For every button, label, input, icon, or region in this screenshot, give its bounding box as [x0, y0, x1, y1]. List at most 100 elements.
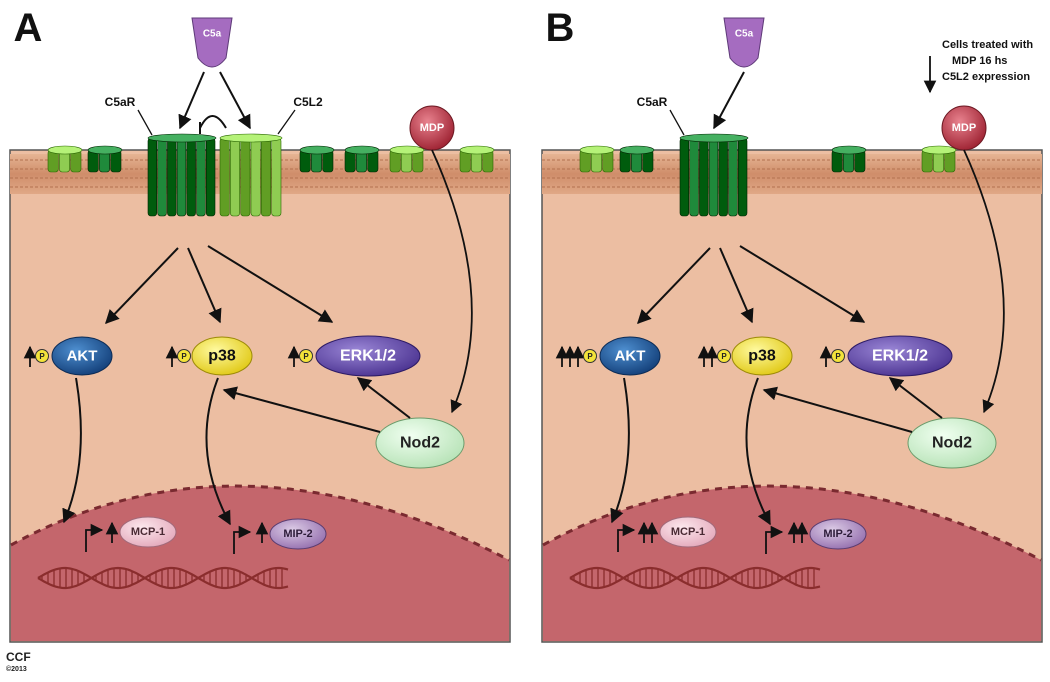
receptor-helix — [261, 137, 271, 217]
dna-strand — [37, 566, 289, 590]
receptor-helix — [196, 137, 206, 217]
membrane-receptor-small — [344, 145, 380, 173]
receptor-top — [619, 145, 655, 155]
akt-to-mcp1-arrow — [62, 377, 82, 524]
phospho-badge — [299, 349, 313, 363]
receptor-top — [299, 145, 335, 155]
erk-node — [315, 335, 421, 377]
mcp1-node — [659, 516, 717, 548]
receptor-helix — [157, 137, 167, 217]
p38-to-mip2-arrow — [745, 377, 771, 526]
phospho-label: P — [303, 352, 309, 361]
receptor-helix — [271, 137, 282, 217]
receptor-top — [579, 145, 615, 155]
mcp1-promoter — [617, 523, 636, 552]
membrane-receptor-small — [579, 145, 615, 173]
note-line-2: MDP 16 hs — [952, 55, 1007, 67]
mip2-node — [269, 518, 327, 550]
c5a-to-c5ar-arrow — [178, 71, 205, 130]
phospho-label: P — [587, 352, 593, 361]
receptor-top — [47, 145, 83, 155]
phospho-label: P — [721, 352, 727, 361]
receptor-helix — [689, 137, 699, 217]
mip2-label: MIP-2 — [283, 528, 312, 540]
mcp1-label: MCP-1 — [671, 526, 705, 538]
akt-label: AKT — [615, 348, 646, 365]
c5ar-receptor — [679, 133, 749, 217]
nuclear-envelope — [10, 484, 510, 562]
phospho-label: P — [181, 352, 187, 361]
p38-up-arrows — [697, 345, 719, 367]
receptor-helix — [699, 137, 709, 217]
inhibition-arc — [199, 115, 227, 129]
phospho-label: P — [835, 352, 841, 361]
receptor-helix — [205, 137, 216, 217]
mcp1-promoter — [85, 523, 104, 552]
to-p38-arrow — [187, 247, 222, 324]
receptor-helix — [728, 137, 738, 217]
nuclear-envelope — [542, 484, 1042, 562]
dna-helix — [569, 566, 821, 590]
akt-up-arrows — [555, 345, 585, 367]
erk-node — [847, 335, 953, 377]
dna-helix — [37, 566, 289, 590]
c5ar-leader — [669, 109, 685, 136]
receptor-helix — [147, 137, 158, 217]
dna-strand — [37, 566, 289, 590]
c5l2-receptor — [219, 133, 283, 217]
receptor-helix — [230, 137, 240, 217]
c5a-ligand — [191, 17, 233, 68]
mip2-up-arrows — [787, 521, 809, 543]
receptor-helix — [176, 137, 187, 217]
receptor-top — [87, 145, 123, 155]
receptor-helix — [250, 137, 261, 217]
c5ar-label: C5aR — [637, 95, 668, 109]
to-akt-arrow — [105, 247, 179, 325]
p38-to-mip2-arrow — [205, 377, 231, 526]
akt-node — [599, 336, 661, 376]
phospho-badge — [583, 349, 597, 363]
akt-label: AKT — [67, 348, 98, 365]
c5ar-leader — [137, 109, 153, 136]
membrane-receptor-small — [619, 145, 655, 173]
receptor-helix — [167, 137, 177, 217]
membrane-receptor-small — [831, 145, 867, 173]
nod2-to-p38-arrow — [762, 386, 913, 433]
membrane-receptor-small — [87, 145, 123, 173]
receptor-top — [147, 133, 217, 143]
phospho-badge — [831, 349, 845, 363]
receptor-top — [389, 145, 425, 155]
receptor-helix — [186, 137, 196, 217]
membrane-receptor-small — [921, 145, 957, 173]
mip2-promoter — [765, 525, 784, 554]
c5l2-leader — [277, 109, 296, 135]
to-akt-arrow — [637, 247, 711, 325]
note-line-1: Cells treated with — [942, 39, 1033, 51]
membrane-receptor-small — [459, 145, 495, 173]
receptor-helix — [708, 137, 719, 217]
receptor-helix — [219, 137, 230, 217]
mip2-node — [809, 518, 867, 550]
p38-label: p38 — [748, 348, 776, 365]
c5a-label: C5a — [203, 29, 222, 40]
phospho-badge — [717, 349, 731, 363]
phospho-badge — [35, 349, 49, 363]
nod2-to-p38-arrow — [222, 386, 381, 433]
membrane-receptor-small — [47, 145, 83, 173]
nod2-to-erk-arrow — [888, 377, 943, 419]
note-line-3: C5L2 expression — [942, 71, 1030, 83]
p38-label: p38 — [208, 348, 236, 365]
akt-node — [51, 336, 113, 376]
receptor-helix — [240, 137, 251, 217]
membrane-receptor-small — [389, 145, 425, 173]
to-p38-arrow — [719, 247, 754, 324]
to-erk-arrow — [739, 245, 866, 323]
receptor-helix — [718, 137, 728, 217]
credit-year: ©2013 — [6, 666, 27, 673]
receptor-top — [459, 145, 495, 155]
receptor-top — [921, 145, 957, 155]
phospho-label: P — [39, 352, 45, 361]
nod2-label: Nod2 — [400, 435, 440, 452]
receptor-top — [831, 145, 867, 155]
